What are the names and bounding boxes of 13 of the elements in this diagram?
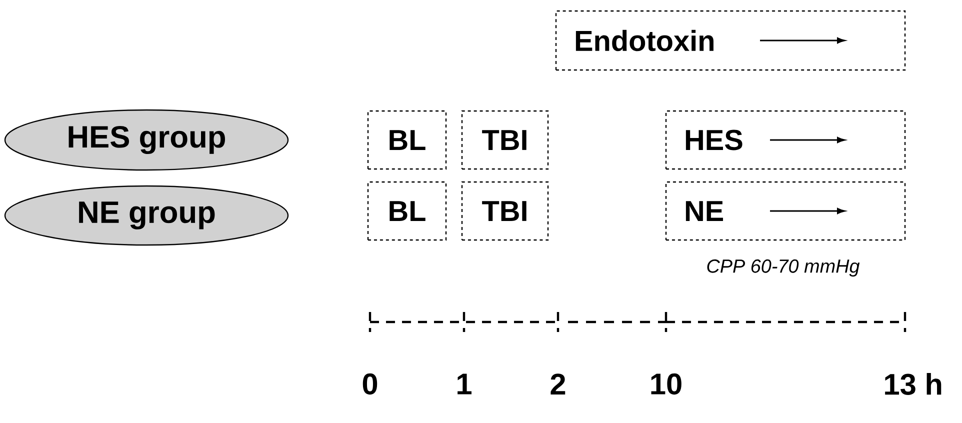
tick-label: 1 [458,374,472,394]
phase-box: TBI [461,181,549,241]
tick-label: 10 [651,373,682,395]
phase-box: NE [665,181,906,241]
tick-label: 13 h [885,373,942,395]
phase-box: HES [665,110,906,170]
pressure-note: CPP 60-70 mmHg [707,259,860,277]
tick-label: 2 [550,374,566,394]
tick-label: 0 [362,373,378,395]
phase-box: TBI [461,110,549,170]
phase-box: BL [367,181,447,241]
phase-box: BL [367,110,447,170]
phase-box: Endotoxin [555,10,906,71]
